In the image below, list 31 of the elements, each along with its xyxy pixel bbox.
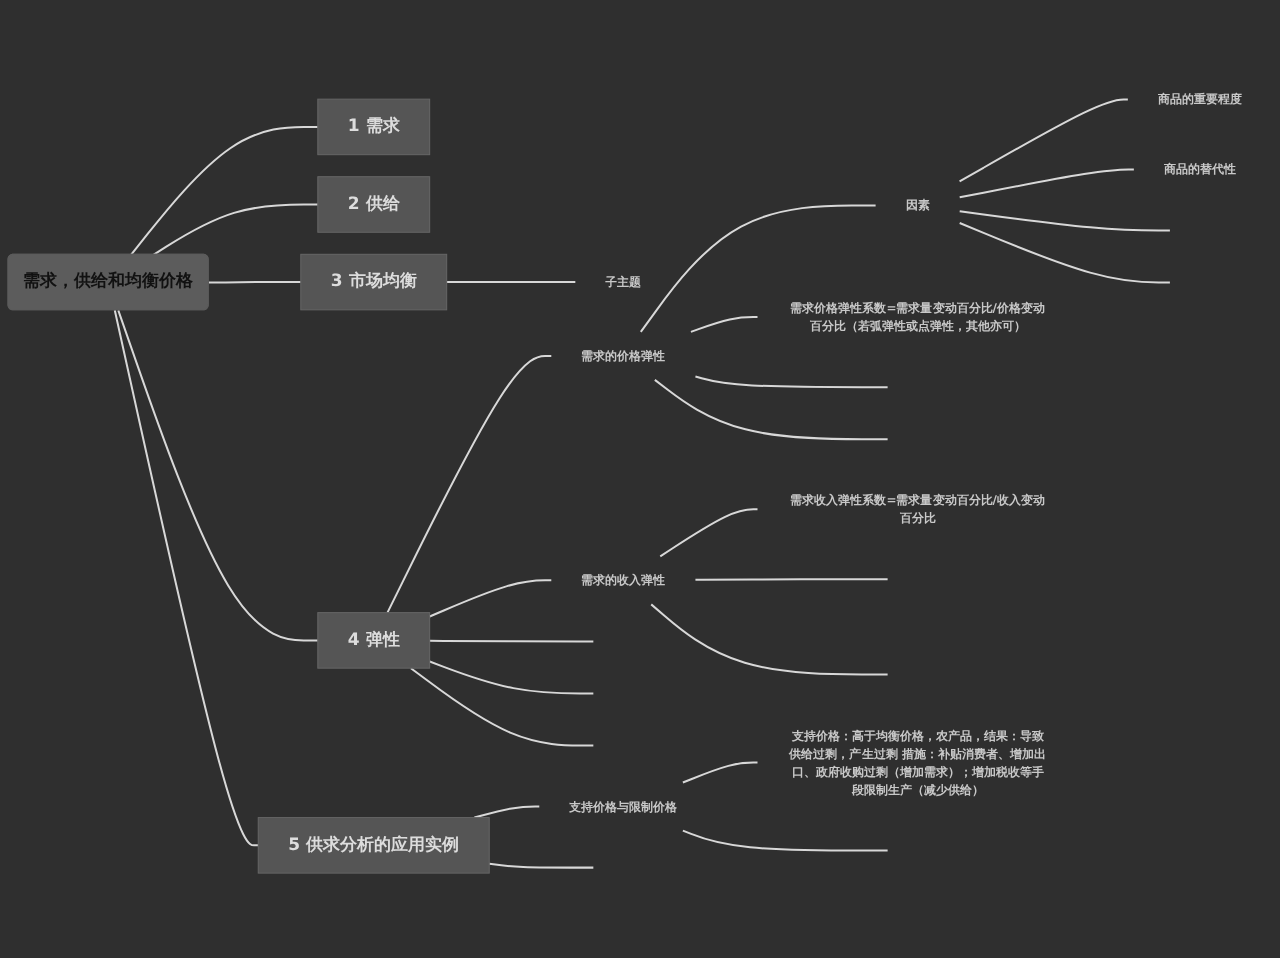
node-box: 3 市场均衡: [300, 253, 448, 311]
connector: [689, 316, 759, 333]
connector: [958, 210, 1171, 232]
node-box: 1 需求: [317, 98, 431, 156]
connector: [428, 660, 595, 695]
connector: [653, 378, 889, 441]
connector: [473, 805, 541, 819]
connector: [386, 354, 553, 614]
connector: [694, 375, 889, 389]
connector: [428, 579, 553, 618]
connector: [152, 203, 319, 256]
connector: [659, 508, 759, 558]
connector: [207, 281, 302, 284]
connector: [694, 578, 889, 581]
connector: [958, 98, 1129, 183]
connector: [445, 281, 577, 284]
node-box: 5 供求分析的应用实例: [257, 817, 490, 874]
connector: [681, 829, 889, 852]
connector: [409, 667, 595, 747]
connector: [958, 222, 1171, 284]
connector: [650, 603, 889, 676]
connector: [681, 761, 759, 784]
node-box: 4 弹性: [317, 612, 431, 669]
connector: [113, 309, 260, 847]
connector: [130, 125, 319, 256]
connector: [488, 862, 595, 869]
connector: [428, 639, 595, 643]
connector: [117, 309, 319, 642]
connector: [958, 168, 1135, 199]
node-box: 2 供给: [317, 176, 431, 233]
connector: [639, 204, 877, 333]
